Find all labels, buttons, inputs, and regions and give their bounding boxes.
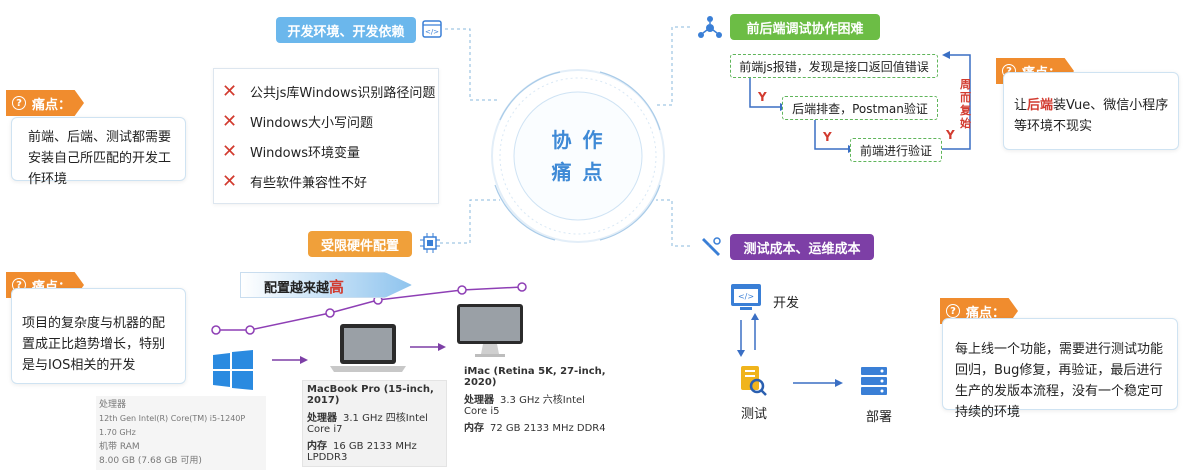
mbp-mem: 16 GB 2133 MHz LPDDR3 (307, 441, 417, 463)
imac-cpu: 3.3 GHz 六核Intel Core i5 (464, 395, 585, 417)
imac-mem: 72 GB 2133 MHz DDR4 (490, 423, 606, 434)
imac-title: iMac (Retina 5K, 27-inch, 2020) (464, 366, 606, 388)
test-label: 测试 (741, 407, 768, 422)
pain-box-2: 项目的复杂度与机器的配置成正比趋势增长，特别是与IOS相关的开发 (11, 288, 186, 384)
svg-text:</>: </> (425, 28, 439, 36)
trend-text: 配置越来越 (264, 281, 330, 296)
pain-text-4: 每上线一个功能，需要进行测试功能回归，Bug修复，再验证，最后进行生产的发版本流… (955, 342, 1164, 420)
dev-env-title: 开发环境、开发依赖 (276, 17, 416, 43)
pain-box-4: 每上线一个功能，需要进行测试功能回归，Bug修复，再验证，最后进行生产的发版本流… (942, 318, 1178, 420)
issue-text: 公共js库Windows识别路径问题 (250, 85, 436, 101)
server-icon (860, 366, 890, 402)
pain-box-1: 前端、后端、测试都需要安装自己所匹配的开发工作环境 (11, 117, 186, 187)
laptop-icon (330, 322, 406, 380)
issue-item: ✕ 公共js库Windows识别路径问题 (222, 79, 438, 103)
pain-text-1: 前端、后端、测试都需要安装自己所匹配的开发工作环境 (28, 130, 172, 187)
network-icon (698, 16, 722, 44)
issue-item: ✕ Windows大小写问题 (222, 109, 438, 133)
dev-label: 开发 (773, 296, 800, 311)
trend-label: 配置越来越高 (264, 276, 344, 297)
connector-lines (211, 26, 971, 387)
flow-step-3: 前端进行验证 (850, 138, 942, 162)
pain-text-3-post: 装Vue、微信小程序等环境不现实 (1014, 98, 1169, 134)
mbp-mem-label: 内存 (307, 441, 327, 452)
windows-specs: 处理器 12th Gen Intel(R) Core(TM) i5-1240P … (96, 396, 266, 470)
center-line-1: 协 作 (551, 128, 605, 152)
mbp-cpu: 3.1 GHz 四核Intel Core i7 (307, 413, 428, 435)
yes-mark-3: Y (946, 128, 955, 142)
cross-icon: ✕ (222, 170, 238, 192)
imac-mem-row: 内存 72 GB 2133 MHz DDR4 (464, 419, 606, 434)
trend-arrow (240, 272, 412, 298)
windows-icon (213, 350, 253, 394)
test-icon (735, 364, 767, 400)
trend-emph: 高 (329, 278, 345, 296)
issue-item: ✕ Windows环境变量 (222, 139, 438, 163)
pain-box-3: 让后端装Vue、微信小程序等环境不现实 (1003, 72, 1179, 150)
cost-title: 测试成本、运维成本 (730, 234, 874, 260)
pain-label: 痛点： (966, 305, 1006, 321)
win-spec-2: 12th Gen Intel(R) Core(TM) i5-1240P 1.70… (99, 414, 246, 437)
loop-label: 周而复始 (960, 78, 971, 130)
dev-code-icon: </> (730, 283, 762, 315)
imac-cpu-label: 处理器 (464, 395, 494, 406)
issue-text: Windows大小写问题 (250, 115, 374, 131)
mbp-title: MacBook Pro (15-inch, 2017) (307, 384, 434, 406)
win-spec-1: 处理器 (99, 400, 127, 410)
win-spec-3: 机带 RAM (99, 442, 140, 452)
center-title: 协 作 痛 点 (538, 124, 618, 188)
cross-icon: ✕ (222, 80, 238, 102)
issue-text: Windows环境变量 (250, 145, 361, 161)
monitor-icon (455, 302, 525, 362)
pain-text-2: 项目的复杂度与机器的配置成正比趋势增长，特别是与IOS相关的开发 (22, 316, 166, 373)
frontback-title: 前后端调试协作困难 (730, 14, 880, 40)
center-line-2: 痛 点 (551, 160, 605, 184)
svg-text:</>: </> (738, 292, 754, 301)
mbp-cpu-label: 处理器 (307, 413, 337, 424)
flow-step-2: 后端排查，Postman验证 (782, 96, 938, 120)
code-icon: </> (422, 20, 442, 42)
cross-icon: ✕ (222, 110, 238, 132)
deploy-label: 部署 (866, 410, 893, 425)
pain-text-3-emph: 后端 (1027, 98, 1054, 113)
question-icon: ? (12, 96, 26, 110)
pain-text-3-pre: 让 (1014, 98, 1028, 113)
chip-icon (420, 233, 440, 257)
flow-step-1: 前端js报错，发现是接口返回值错误 (730, 54, 938, 78)
yes-mark-1: Y (758, 90, 767, 104)
pain-label: 痛点： (32, 97, 72, 113)
tool-icon (700, 236, 722, 262)
win-spec-4: 8.00 GB (7.68 GB 可用) (99, 456, 202, 466)
yes-mark-2: Y (823, 130, 832, 144)
pain-tag-1: ? 痛点： (6, 90, 84, 116)
issue-item: ✕ 有些软件兼容性不好 (222, 169, 438, 193)
issue-text: 有些软件兼容性不好 (250, 175, 368, 191)
dev-env-issues: ✕ 公共js库Windows识别路径问题 ✕ Windows大小写问题 ✕ Windo… (213, 68, 439, 204)
hardware-title: 受限硬件配置 (308, 231, 412, 257)
cross-icon: ✕ (222, 140, 238, 162)
question-icon: ? (946, 304, 960, 318)
imac-mem-label: 内存 (464, 423, 484, 434)
